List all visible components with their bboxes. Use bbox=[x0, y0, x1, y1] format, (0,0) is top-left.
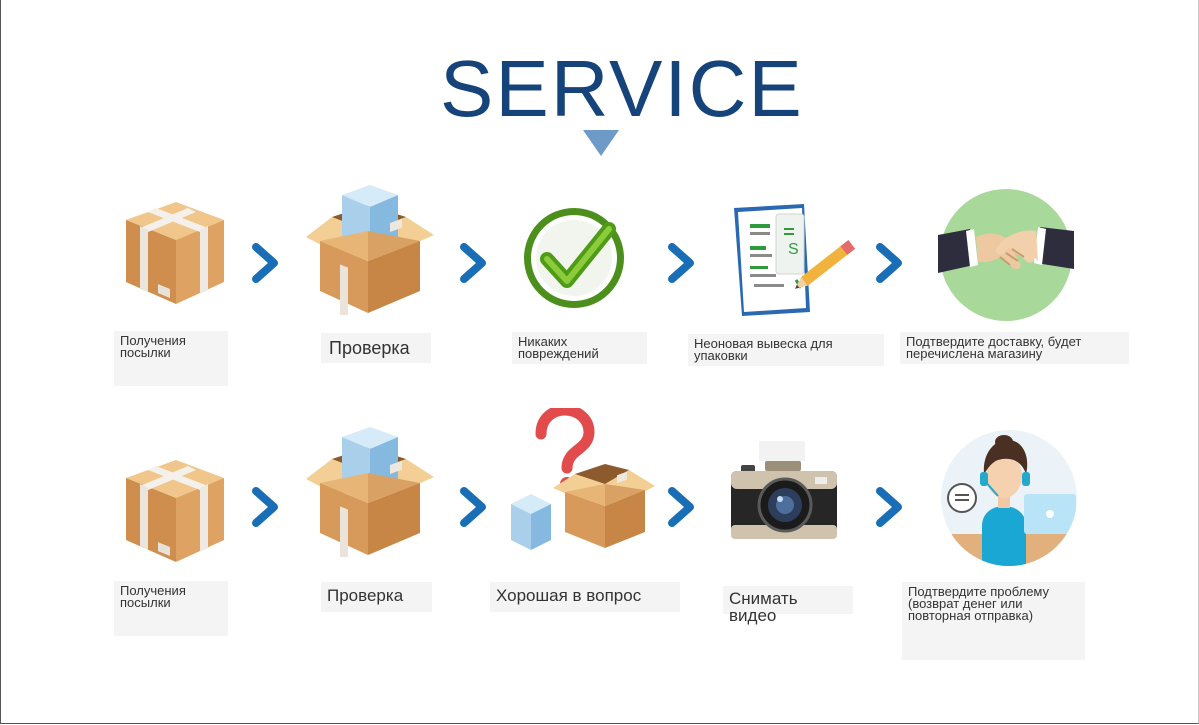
step-label: Подтвердите доставку, будет перечислена … bbox=[900, 332, 1129, 364]
checkmark-icon bbox=[524, 208, 624, 308]
svg-text:S: S bbox=[788, 241, 799, 258]
step-label: Снимать видео bbox=[723, 586, 853, 624]
support-agent-icon bbox=[941, 430, 1077, 566]
chevron-right-icon bbox=[668, 243, 694, 283]
handshake-icon bbox=[938, 189, 1074, 321]
down-triangle-icon bbox=[583, 130, 619, 156]
page-title: SERVICE bbox=[440, 44, 804, 133]
sealed-box-icon bbox=[126, 460, 224, 562]
step-label: Хорошая в вопрос bbox=[490, 582, 680, 612]
step-label: Получения посылки bbox=[114, 331, 228, 386]
chevron-right-icon bbox=[460, 487, 486, 527]
step-label: Неоновая вывеска для упаковки bbox=[688, 334, 884, 366]
camera-icon bbox=[731, 441, 837, 539]
chevron-right-icon bbox=[668, 487, 694, 527]
chevron-right-icon bbox=[460, 243, 486, 283]
step-label: Никаких повреждений bbox=[512, 332, 647, 364]
chevron-right-icon bbox=[876, 487, 902, 527]
document-signing-icon: S bbox=[734, 204, 856, 316]
chevron-right-icon bbox=[252, 243, 278, 283]
question-box-icon bbox=[511, 408, 655, 550]
open-box-icon bbox=[306, 185, 434, 315]
step-label: Подтвердите проблему (возврат денег или … bbox=[902, 582, 1085, 660]
chevron-right-icon bbox=[252, 487, 278, 527]
open-box-icon bbox=[306, 427, 434, 557]
chevron-right-icon bbox=[876, 243, 902, 283]
sealed-box-icon bbox=[126, 202, 224, 304]
step-label: Проверка bbox=[321, 333, 431, 363]
step-label: Проверка bbox=[321, 582, 432, 612]
step-label: Получения посылки bbox=[114, 581, 228, 636]
